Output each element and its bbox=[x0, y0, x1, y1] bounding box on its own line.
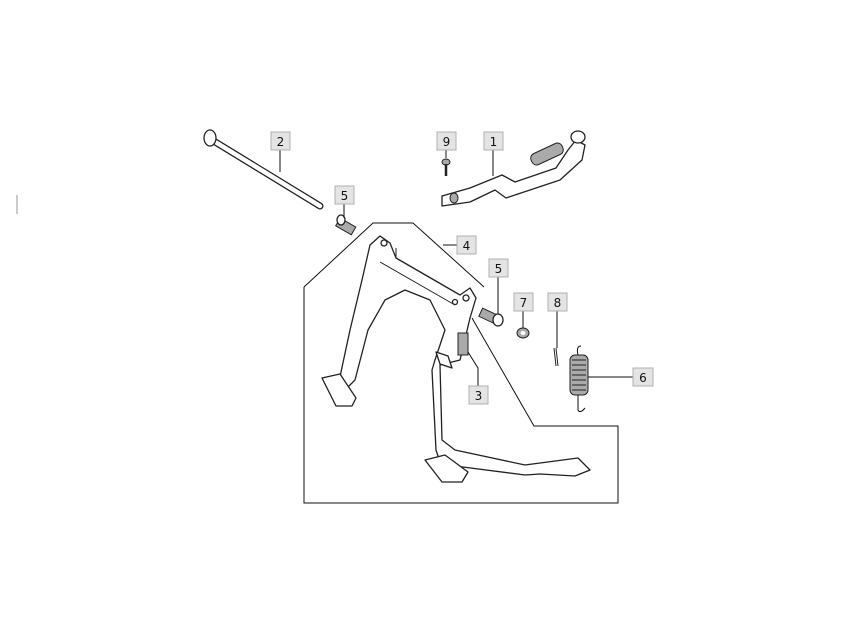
callout-7[interactable]: 7 bbox=[513, 292, 534, 312]
callout-label: 9 bbox=[443, 135, 451, 149]
part-4-main-stand[interactable] bbox=[321, 235, 591, 483]
callout-2[interactable]: 2 bbox=[270, 131, 291, 151]
part-6-spring[interactable] bbox=[569, 345, 589, 413]
part-1-kick-lever[interactable] bbox=[441, 130, 586, 207]
part-8-cotter-pin[interactable] bbox=[553, 347, 559, 367]
part-5-bushing-left[interactable] bbox=[335, 214, 357, 236]
callout-label: 5 bbox=[495, 262, 503, 276]
callout-1[interactable]: 1 bbox=[483, 131, 504, 151]
assembly-outline bbox=[303, 222, 485, 288]
callout-label: 5 bbox=[341, 189, 349, 203]
part-7-washer[interactable] bbox=[516, 327, 530, 339]
part-3-stopper[interactable] bbox=[435, 332, 469, 369]
callout-9[interactable]: 9 bbox=[436, 131, 457, 151]
callout-label: 6 bbox=[639, 371, 647, 385]
callout-label: 8 bbox=[554, 296, 562, 310]
part-2-axle[interactable] bbox=[203, 129, 324, 210]
part-5-bushing-right[interactable] bbox=[478, 307, 504, 327]
callout-4[interactable]: 4 bbox=[456, 235, 477, 255]
callout-5-right[interactable]: 5 bbox=[488, 258, 509, 278]
callout-label: 4 bbox=[463, 239, 471, 253]
leader-3 bbox=[467, 351, 479, 386]
callout-label: 7 bbox=[520, 296, 528, 310]
callout-5-left[interactable]: 5 bbox=[334, 185, 355, 205]
assembly-outline-lower bbox=[303, 287, 619, 504]
callout-label: 2 bbox=[277, 135, 285, 149]
part-9-bolt[interactable] bbox=[441, 158, 451, 176]
callout-label: 1 bbox=[490, 135, 498, 149]
callout-8[interactable]: 8 bbox=[547, 292, 568, 312]
callout-label: 3 bbox=[475, 389, 483, 403]
callout-6[interactable]: 6 bbox=[632, 367, 654, 387]
callout-3[interactable]: 3 bbox=[468, 385, 489, 405]
